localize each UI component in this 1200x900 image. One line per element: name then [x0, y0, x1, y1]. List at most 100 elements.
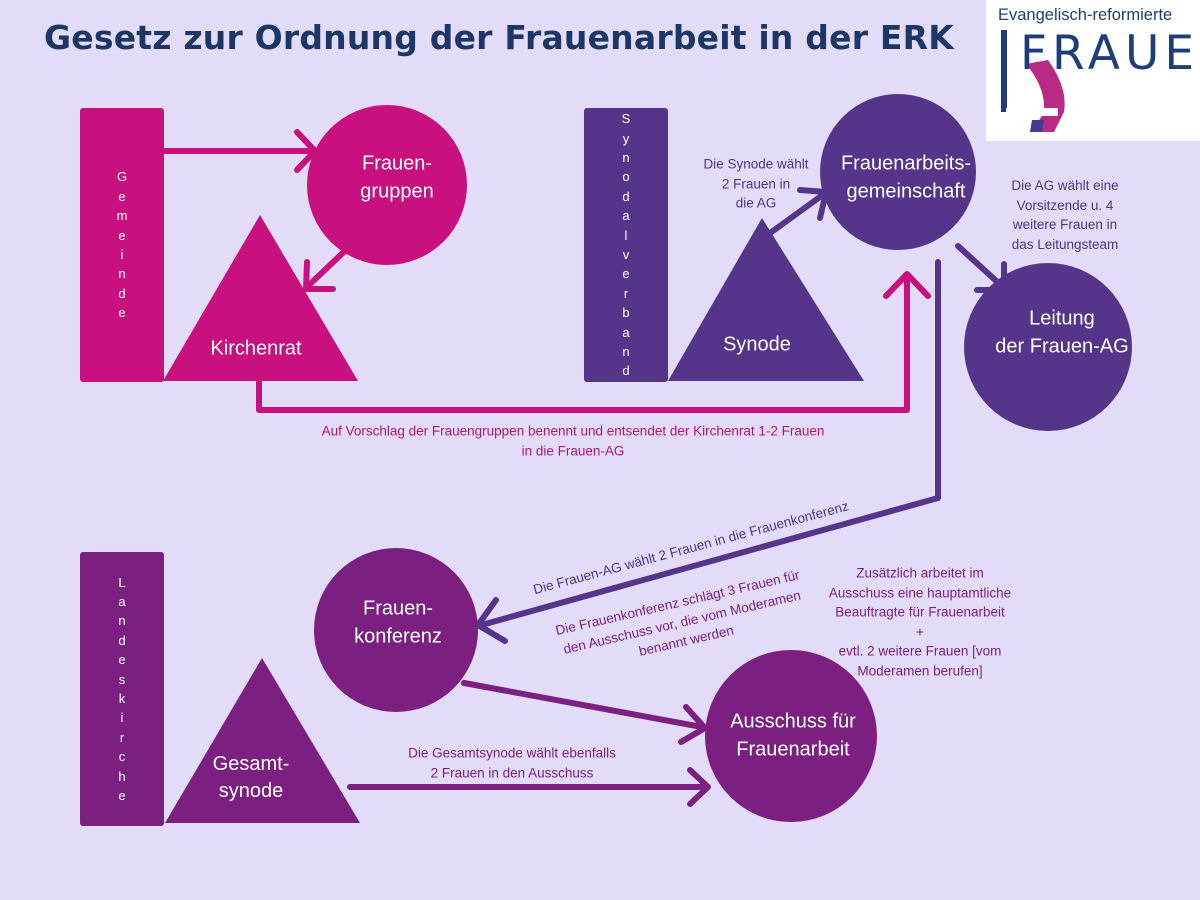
ausschuss-label: Ausschuss für Frauenarbeit — [730, 708, 856, 763]
note-zusaetzlich-line2: Ausschuss eine hauptamtliche — [828, 584, 1012, 600]
synodalverband-bar-letter: l — [624, 227, 628, 243]
landeskirche-bar-letter: n — [118, 613, 126, 629]
konferenz-label-line2: konferenz — [354, 625, 442, 647]
arrowhead-leitung — [974, 261, 1007, 293]
synodalverband-bar-letter: d — [622, 363, 630, 379]
synodalverband-bar-letter: r — [623, 285, 629, 301]
synodalverband-bar-letter: v — [622, 247, 630, 262]
arrowhead-frauenkonferenz — [475, 597, 508, 644]
leitung-label-line1: Leitung — [1029, 307, 1095, 330]
gesamtsynode-label: Gesamt- synode — [213, 751, 290, 805]
synode-triangle — [668, 218, 864, 381]
konferenz-label-line1: Frauen- — [362, 597, 434, 620]
gemeinde-bar-letter: e — [118, 188, 126, 204]
landeskirche-bar-letter: h — [118, 768, 126, 784]
logo: Evangelisch-reformierte FRAUEN — [986, 0, 1200, 141]
arrow-synode-to-ag — [763, 191, 827, 239]
note-zusaetzlich: Zusätzlich arbeitet im Ausschuss eine ha… — [829, 563, 1011, 680]
frauenkonferenz-label: Frauen- konferenz — [354, 595, 442, 650]
note-gesamtsynode-waehlt: Die Gesamtsynode wählt ebenfalls 2 Fraue… — [408, 743, 616, 782]
gesamtsynode-label-line2: synode — [218, 780, 284, 802]
synodalverband-bar-letter: n — [622, 344, 630, 360]
gemeinde-bar-letter: n — [118, 266, 126, 282]
gesamtsynode-triangle — [165, 658, 360, 823]
gemeinde-bar-letter: i — [120, 247, 124, 262]
note-synode-line2: 2 Frauen in — [721, 176, 791, 192]
frauenarbeitsgemeinschaft-label: Frauenarbeits- gemeinschaft — [841, 150, 971, 205]
note-synode-waehlt: Die Synode wählt 2 Frauen in die AG — [703, 155, 808, 214]
note-zusaetzlich-line5: evtl. 2 weitere Frauen [vom — [838, 643, 1002, 659]
ausschuss-label-line2: Frauenarbeit — [736, 738, 850, 760]
note-zusaetzlich-line6: Moderamen berufen] — [857, 663, 983, 679]
synodalverband-bar-letter: e — [622, 266, 630, 282]
frauenkonferenz-circle — [314, 548, 478, 712]
synodalverband-bar-letter: b — [622, 305, 630, 321]
note-ag-line4: das Leitungsteam — [1011, 236, 1119, 252]
leitung-label: Leitung der Frauen-AG — [995, 305, 1128, 360]
note-zusaetzlich-line3: Beauftragte für Frauenarbeit — [835, 604, 1005, 620]
gesamtsynode-label-line1: Gesamt- — [212, 753, 290, 775]
gemeinde-bar-letter: G — [116, 169, 128, 185]
landeskirche-bar-letter: e — [118, 788, 126, 804]
note-synode-line3: die AG — [735, 195, 777, 211]
arrowhead-ag-from-synode — [797, 187, 829, 221]
arrow-konferenz-to-ausschuss — [461, 680, 705, 730]
arrowhead-kirchenrat — [303, 259, 336, 292]
arrow-frauengruppen-to-kirchenrat — [305, 245, 351, 289]
arrow-ag-to-frauenkonferenz — [475, 259, 941, 629]
landeskirche-bar-letter: k — [118, 691, 126, 706]
synodalverband-bar-letter: a — [622, 324, 630, 340]
note-gesamtsynode-line2: 2 Frauen in den Ausschuss — [430, 765, 594, 780]
note-ag-line2: Vorsitzende u. 4 — [1016, 197, 1114, 213]
synodalverband-bar-letter: a — [622, 208, 630, 224]
frauengruppen-circle — [307, 105, 467, 265]
note-zusaetzlich-line4: + — [916, 624, 924, 639]
logo-line2: FRAUEN — [1020, 26, 1200, 81]
gemeinde-bar-letter: e — [118, 305, 126, 321]
synode-label: Synode — [723, 333, 791, 356]
ausschuss-circle — [705, 650, 877, 822]
kirchenrat-label: Kirchenrat — [210, 337, 302, 360]
arrowhead-frauengruppen — [294, 129, 318, 173]
landeskirche-bar-letter: L — [118, 574, 126, 590]
arrowhead-ausschuss-from-konferenz — [678, 704, 708, 745]
leitung-label-line2: der Frauen-AG — [995, 335, 1129, 357]
gemeinde-bar-letter: e — [118, 227, 126, 243]
note-kirchenrat-line1: Auf Vorschlag der Frauengruppen benennt … — [321, 423, 825, 439]
landeskirche-bar-letter: c — [118, 749, 126, 765]
synodalverband-bar-letter: n — [622, 149, 630, 165]
note-synode-line1: Die Synode wählt — [703, 156, 809, 172]
ag-label-line1: Frauenarbeits- — [840, 152, 972, 175]
note-kirchenrat-line2: in die Frauen-AG — [521, 443, 625, 458]
logo-line1: Evangelisch-reformierte — [998, 6, 1173, 24]
note-ag-line3: weitere Frauen in — [1012, 217, 1118, 232]
synodalverband-bar-letter: y — [622, 130, 630, 146]
landeskirche-bar-letter: r — [119, 729, 125, 745]
kirchenrat-triangle — [163, 215, 358, 381]
synodalverband-bar-letter: d — [622, 188, 630, 204]
note-kirchenrat-vorschlag: Auf Vorschlag der Frauengruppen benennt … — [322, 421, 825, 460]
logo-mark-icon — [1001, 30, 1065, 132]
landeskirche-bar-letter: e — [118, 652, 126, 668]
arrowhead-ag-from-kirchenrat — [883, 271, 931, 299]
frauengruppen-label-line2: gruppen — [360, 180, 434, 202]
arrow-ag-to-leitung — [955, 243, 1007, 291]
frauenarbeitsgemeinschaft-circle — [820, 94, 976, 250]
synodalverband-bar-letter: S — [621, 111, 631, 127]
arrowhead-ausschuss-from-gesamtsynode — [687, 767, 711, 807]
arrow-kirchenrat-to-ag — [256, 273, 910, 413]
ag-label-line2: gemeinschaft — [846, 180, 966, 202]
landeskirche-bar-letter: i — [120, 710, 124, 726]
note-gesamtsynode-line1: Die Gesamtsynode wählt ebenfalls — [408, 745, 616, 761]
gemeinde-bar-letter: d — [118, 285, 126, 301]
synodalverband-bar-letter: o — [622, 169, 630, 185]
ausschuss-label-line1: Ausschuss für — [730, 710, 856, 733]
note-zusaetzlich-line1: Zusätzlich arbeitet im — [856, 565, 984, 581]
page-title: Gesetz zur Ordnung der Frauenarbeit in d… — [44, 18, 954, 57]
landeskirche-bar-letter: s — [118, 671, 126, 687]
landeskirche-bar-letter: a — [118, 593, 126, 609]
